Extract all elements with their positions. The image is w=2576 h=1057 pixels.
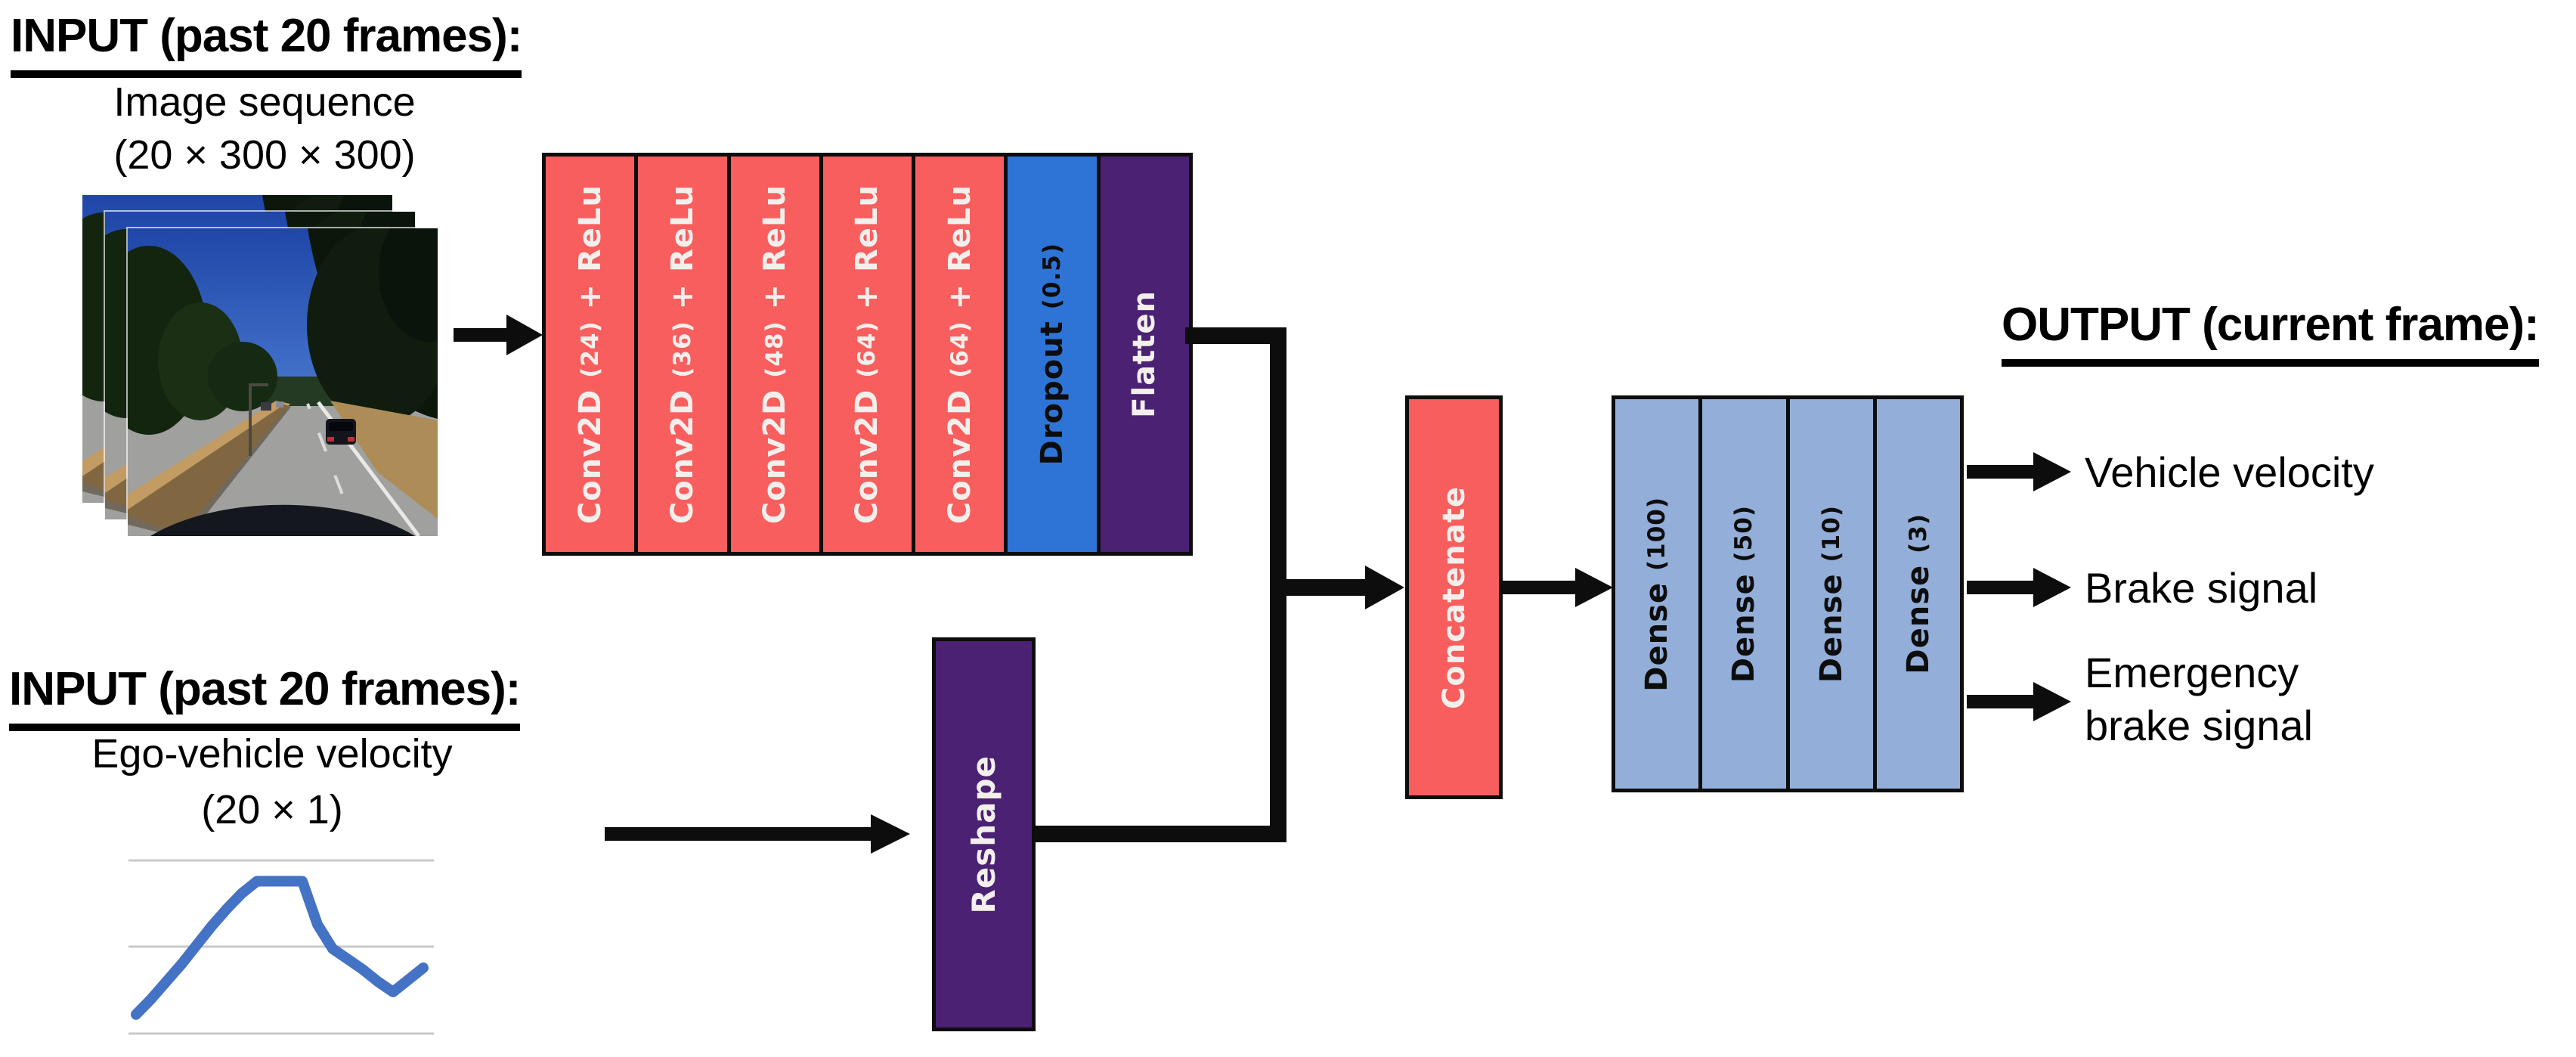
layer-label: Conv2D (24) + ReLu bbox=[572, 184, 608, 525]
output-label-vehicle-velocity: Vehicle velocity bbox=[2085, 448, 2374, 496]
layer-label: Dense (10) bbox=[1813, 504, 1849, 683]
layer-dense: Dense (50) bbox=[1698, 395, 1790, 792]
output-label-emergency-brake: Emergency brake signal bbox=[2085, 649, 2313, 749]
concatenate-block: Concatenate bbox=[1405, 395, 1503, 799]
reshape-label: Reshape bbox=[965, 755, 1002, 914]
arrow-output-emergency-head bbox=[2033, 682, 2071, 721]
road-photo-frame-front bbox=[126, 227, 439, 538]
arrow-velocity-to-reshape-head bbox=[871, 814, 910, 854]
arrow-velocity-to-reshape-shaft bbox=[605, 827, 871, 841]
layer-label: Dense (3) bbox=[1900, 513, 1936, 674]
arrow-trunk-to-concat-shaft bbox=[1286, 579, 1365, 596]
layer-conv: Conv2D (36) + ReLu bbox=[634, 153, 731, 556]
layer-label: Dense (100) bbox=[1639, 496, 1675, 692]
arrow-output-brake-head bbox=[2033, 568, 2071, 607]
layer-label: Conv2D (36) + ReLu bbox=[664, 184, 700, 525]
arrow-concat-to-dense-head bbox=[1575, 568, 1613, 607]
layer-label: Conv2D (64) + ReLu bbox=[850, 184, 885, 525]
velocity-line-series bbox=[131, 876, 429, 1020]
velocity-sparkline-chart bbox=[128, 859, 434, 1035]
layer-dense: Dense (10) bbox=[1785, 395, 1877, 792]
layer-label: Flatten bbox=[1127, 290, 1163, 418]
arrow-image-to-cnn-shaft bbox=[454, 328, 506, 342]
reshape-block: Reshape bbox=[932, 637, 1036, 1031]
input2-title: INPUT (past 20 frames): bbox=[9, 662, 521, 731]
input1-title: INPUT (past 20 frames): bbox=[11, 9, 522, 78]
arrow-concat-to-dense-shaft bbox=[1501, 581, 1575, 594]
input2-subtitle: Ego-vehicle velocity bbox=[91, 731, 453, 776]
concatenate-label: Concatenate bbox=[1436, 485, 1472, 709]
layer-dense: Dense (100) bbox=[1612, 395, 1703, 792]
layer-conv: Conv2D (64) + ReLu bbox=[912, 153, 1008, 556]
layer-flatten: Flatten bbox=[1096, 153, 1193, 556]
dense-pipeline: Dense (100) Dense (50) Dense (10) Dense … bbox=[1612, 395, 1964, 792]
layer-label: Conv2D (48) + ReLu bbox=[757, 184, 793, 525]
layer-label: Dense (50) bbox=[1726, 504, 1762, 683]
arrow-image-to-cnn-head bbox=[506, 315, 543, 355]
output-title: OUTPUT (current frame): bbox=[2002, 298, 2540, 367]
layer-dropout: Dropout (0.5) bbox=[1004, 153, 1101, 556]
arrow-output-velocity-shaft bbox=[1967, 465, 2033, 479]
line-flatten-out bbox=[1185, 327, 1286, 344]
arrow-output-velocity-head bbox=[2033, 452, 2071, 491]
layer-conv: Conv2D (64) + ReLu bbox=[819, 153, 916, 556]
line-reshape-out bbox=[1028, 826, 1271, 842]
image-sequence-stack bbox=[81, 194, 442, 538]
output-label-brake-signal: Brake signal bbox=[2085, 564, 2318, 612]
arrow-output-emergency-shaft bbox=[1967, 695, 2033, 708]
input2-shape: (20 × 1) bbox=[201, 787, 343, 832]
arrow-output-brake-shaft bbox=[1967, 581, 2033, 594]
layer-dense: Dense (3) bbox=[1872, 395, 1964, 792]
layer-label: Dropout (0.5) bbox=[1035, 243, 1070, 466]
layer-conv: Conv2D (48) + ReLu bbox=[726, 153, 823, 556]
layer-label: Conv2D (64) + ReLu bbox=[942, 184, 977, 525]
input1-subtitle: Image sequence bbox=[113, 79, 416, 125]
layer-conv: Conv2D (24) + ReLu bbox=[542, 153, 639, 556]
input1-shape: (20 × 300 × 300) bbox=[113, 132, 416, 178]
line-merge-trunk bbox=[1270, 327, 1286, 842]
arrow-trunk-to-concat-head bbox=[1365, 566, 1404, 609]
cnn-pipeline: Conv2D (24) + ReLu Conv2D (36) + ReLu Co… bbox=[542, 153, 1193, 556]
